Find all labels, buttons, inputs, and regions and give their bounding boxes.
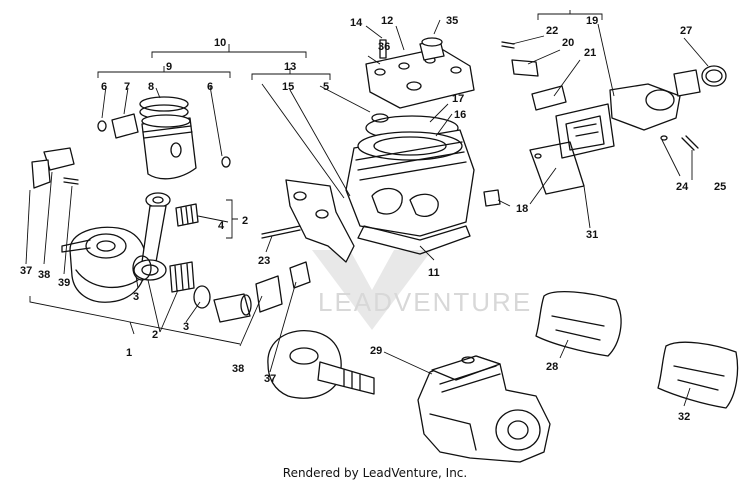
engine-assembly (417, 355, 551, 463)
watermark-text: LEADVENTURE (318, 287, 532, 317)
callout-label: 27 (680, 25, 692, 37)
watermark: LEADVENTURE (312, 250, 532, 330)
exhaust-flange-nut (483, 189, 501, 207)
callout-label: 19 (586, 15, 598, 27)
piston (141, 114, 197, 180)
callout-label: 37 (264, 373, 276, 385)
gasket-bag (657, 341, 739, 409)
piston-ring (139, 96, 189, 112)
gasket-bag (535, 291, 622, 357)
head-bolt (379, 39, 387, 59)
group-bracket-9 (97, 66, 231, 78)
plate-part (289, 261, 311, 289)
bearing-needles (174, 263, 190, 292)
callout-label: 36 (378, 41, 390, 53)
callout-label: 23 (258, 255, 270, 267)
callout-label: 15 (282, 81, 294, 93)
callout-label: 29 (370, 345, 382, 357)
wrist-pin (111, 113, 139, 139)
reed-stop-plate (511, 59, 539, 77)
callout-label: 5 (323, 81, 329, 93)
callout-label: 28 (546, 361, 558, 373)
cylinder-cover (285, 179, 355, 263)
callout-labels: 1 2 2 3 3 4 5 6 6 7 8 9 10 11 12 13 14 1… (20, 15, 726, 423)
callout-label: 6 (207, 81, 213, 93)
callout-label: 20 (562, 37, 574, 49)
thrust-washer (132, 255, 152, 281)
cylinder-head (365, 37, 475, 109)
footer-credit: Rendered by LeadVenture, Inc. (282, 466, 468, 480)
callout-label: 25 (714, 181, 726, 193)
reed-screw (501, 41, 515, 49)
callout-label: 32 (678, 411, 690, 423)
callout-label: 8 (148, 81, 154, 93)
reed-petal (531, 85, 567, 111)
connecting-rod (133, 192, 171, 281)
callout-label: 22 (546, 25, 558, 37)
callout-label: 38 (38, 269, 50, 281)
bearing-needles (180, 205, 194, 226)
cover-bolt (261, 225, 301, 239)
cylinder (345, 129, 475, 237)
base-gasket (357, 225, 471, 255)
circlip (221, 156, 231, 168)
circlip (97, 120, 107, 132)
manifold-bolt (681, 135, 699, 151)
callout-label: 31 (586, 229, 598, 241)
callout-label: 4 (218, 220, 225, 232)
callout-label: 2 (242, 215, 248, 227)
callout-label: 16 (454, 109, 466, 121)
thrust-washer (193, 285, 211, 309)
o-ring (371, 113, 389, 123)
plate-part (255, 275, 283, 313)
callout-label: 7 (124, 81, 130, 93)
group-bracket-2 (226, 199, 238, 239)
reed-gasket-hole (534, 153, 542, 159)
crank-pin-end (240, 294, 252, 316)
hose-clamp (701, 65, 727, 87)
leader-lines (25, 19, 709, 407)
callout-label: 3 (133, 291, 139, 303)
plate-part (31, 159, 51, 189)
callout-label: 9 (166, 61, 172, 73)
crank-pin (213, 293, 251, 323)
callout-label: 6 (101, 81, 107, 93)
hose-clamp (705, 69, 723, 83)
callout-label: 17 (452, 93, 464, 105)
callout-label: 39 (58, 277, 70, 289)
reed-block (555, 103, 615, 159)
callout-label: 24 (676, 181, 689, 193)
group-bracket-10 (151, 44, 307, 58)
callout-label: 13 (284, 61, 296, 73)
callout-label: 3 (183, 321, 189, 333)
callout-label: 14 (350, 17, 363, 29)
crankshaft-half-right (267, 330, 375, 399)
screw-part (63, 177, 79, 185)
callout-label: 37 (20, 265, 32, 277)
manifold-washer (660, 135, 668, 141)
callout-label: 11 (428, 267, 440, 279)
callout-label: 38 (232, 363, 244, 375)
callout-label: 21 (584, 47, 596, 59)
callout-label: 35 (446, 15, 458, 27)
group-bracket-19 (537, 10, 603, 20)
callout-label: 1 (126, 347, 132, 359)
group-bracket-1 (29, 296, 241, 345)
callout-label: 18 (516, 203, 528, 215)
callout-label: 2 (152, 329, 158, 341)
callout-label: 12 (381, 15, 393, 27)
intake-manifold (609, 69, 701, 131)
group-bracket-13 (251, 68, 331, 80)
callout-label: 10 (214, 37, 226, 49)
